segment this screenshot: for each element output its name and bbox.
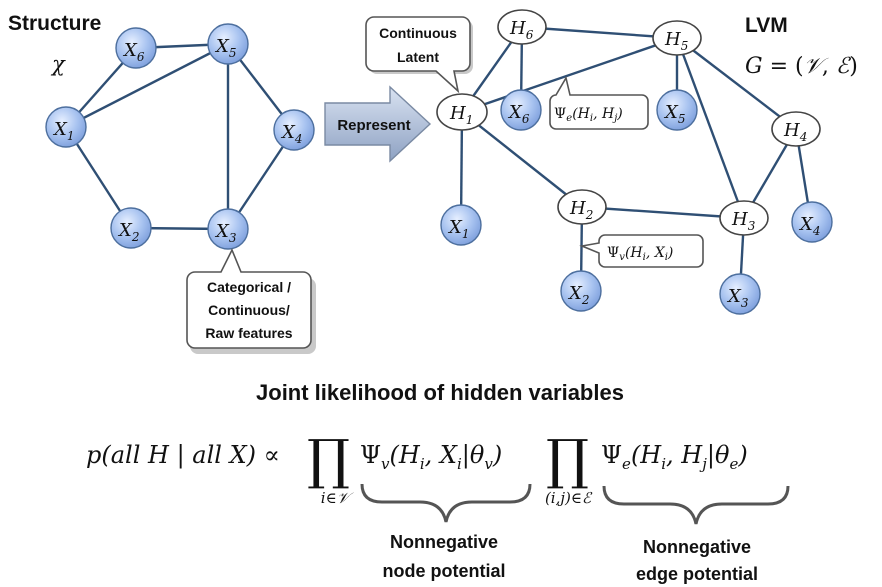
svg-text:X5: X5 (663, 102, 685, 126)
represent-label: Represent (337, 117, 410, 134)
svg-text:X4: X4 (280, 122, 302, 146)
svg-text:X6: X6 (122, 40, 145, 64)
edge-h1-h5 (461, 36, 678, 114)
edge-potential-label: Ψe(Hi, Hj) (554, 106, 623, 124)
edge-potential-callout: Ψe(Hi, Hj) (549, 75, 649, 130)
svg-text:H4: H4 (783, 120, 807, 144)
edge-potential-term: Ψe(Hi, Hj|θe) (601, 441, 748, 473)
right-node-x2: X2 (560, 270, 602, 312)
likelihood-equation: Joint likelihood of hidden variables p(a… (86, 380, 790, 584)
right-node-x3: X3 (719, 273, 761, 315)
svg-text:H1: H1 (449, 103, 473, 127)
node-potential-caption-line2: node potential (383, 561, 506, 581)
left-node-x3: X3 (207, 208, 249, 250)
equation-heading: Joint likelihood of hidden variables (256, 380, 624, 405)
edge-potential-caption-line1: Nonnegative (643, 537, 751, 557)
edge-h5-h3 (675, 37, 746, 219)
hidden-node-h6: H6 (497, 9, 547, 45)
svg-text:X3: X3 (726, 286, 749, 310)
lvm-title: LVM (745, 14, 788, 37)
edge-x5-x1 (65, 42, 229, 129)
structure-title: Structure (8, 12, 101, 35)
svg-text:X6: X6 (507, 102, 530, 126)
left-structure-panel: Structure χ X6 X5 X1 X4 (8, 12, 316, 354)
hidden-node-h3: H3 (719, 200, 769, 236)
right-node-x5: X5 (656, 89, 698, 131)
edge-h5-h4 (676, 37, 797, 130)
left-node-x6: X6 (115, 27, 157, 69)
structure-symbol: χ (50, 52, 66, 76)
latent-callout-line1: Continuous (379, 25, 457, 41)
svg-text:X1: X1 (447, 217, 469, 241)
edge-h6-h5 (521, 25, 678, 40)
edge-h2-h3 (581, 205, 745, 220)
left-edges (64, 42, 295, 231)
svg-text:H3: H3 (731, 209, 756, 233)
latent-callout: Continuous Latent (365, 16, 473, 94)
lvm-formula: G = (𝒱, ℰ) (745, 54, 858, 79)
hidden-node-h2: H2 (557, 189, 607, 225)
features-callout-line2: Continuous/ (208, 302, 290, 318)
latent-callout-line2: Latent (397, 49, 439, 65)
product-index-1: i∈𝒱 (321, 489, 354, 507)
right-node-x4: X4 (791, 201, 833, 243)
svg-text:X5: X5 (214, 36, 236, 60)
left-node-x2: X2 (110, 207, 152, 249)
features-callout-line3: Raw features (205, 325, 292, 341)
svg-text:H5: H5 (664, 29, 688, 53)
right-node-x6: X6 (500, 89, 542, 131)
product-index-2: (i,j)∈ℰ (545, 489, 593, 507)
edge-potential-brace (602, 485, 790, 525)
product-symbol-2: ∏ (546, 428, 589, 491)
hidden-node-h1: H1 (436, 93, 488, 131)
edge-h1-h2 (461, 111, 583, 208)
svg-text:H2: H2 (569, 198, 593, 222)
left-node-x4: X4 (273, 109, 315, 151)
svg-text:X2: X2 (117, 220, 139, 244)
left-node-x5: X5 (207, 23, 249, 65)
left-node-x1: X1 (45, 106, 87, 148)
svg-text:H6: H6 (509, 18, 534, 42)
edge-potential-caption-line2: edge potential (636, 564, 758, 584)
hidden-node-h5: H5 (652, 20, 702, 56)
right-node-x1: X1 (440, 204, 482, 246)
features-callout: Categorical / Continuous/ Raw features (186, 248, 316, 354)
svg-text:X3: X3 (214, 221, 237, 245)
node-potential-term: Ψv(Hi, Xi|θv) (360, 441, 502, 473)
svg-text:X1: X1 (52, 119, 74, 143)
hidden-node-h4: H4 (771, 111, 821, 147)
node-potential-brace (360, 483, 532, 523)
represent-arrow: Represent (324, 85, 432, 163)
node-potential-label: Ψv(Hi, Xi) (607, 245, 673, 263)
node-potential-callout: Ψv(Hi, Xi) (579, 234, 704, 268)
svg-text:X2: X2 (567, 283, 589, 307)
equation-lhs: p(all H | all X) ∝ (86, 441, 280, 470)
right-lvm-panel: LVM G = (𝒱, ℰ) X1 X2 (365, 9, 858, 315)
features-callout-line1: Categorical / (207, 279, 291, 295)
product-symbol-1: ∏ (307, 428, 350, 491)
svg-text:X4: X4 (798, 214, 820, 238)
node-potential-caption-line1: Nonnegative (390, 532, 498, 552)
